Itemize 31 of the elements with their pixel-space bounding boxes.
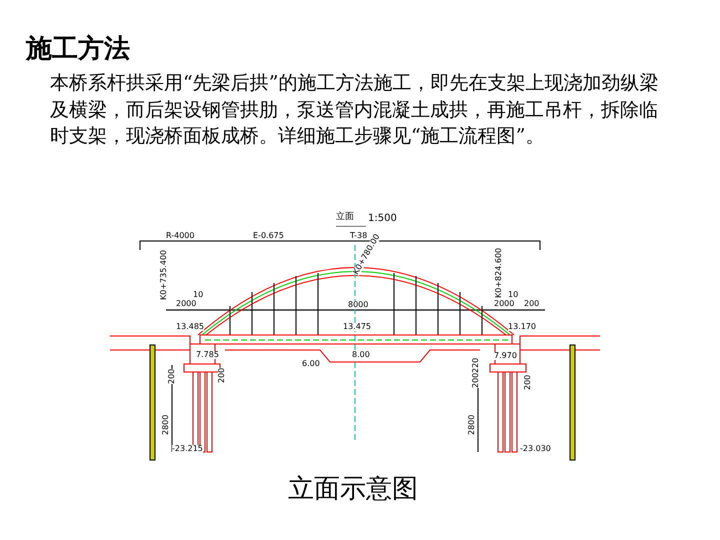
dimension-label: 200 — [524, 374, 532, 390]
dimension-label: 200 — [524, 300, 540, 308]
elevation-label: -23.215 — [172, 445, 203, 453]
dimension-label: R-4000 — [166, 232, 194, 240]
elevation-label: 7.970 — [494, 352, 517, 360]
dimension-label: 200 — [168, 368, 176, 384]
elevation-label: 6.00 — [302, 360, 320, 368]
figure-caption: 立面示意图 — [288, 476, 418, 502]
elevation-label: -23.030 — [520, 445, 551, 453]
body-paragraph: 本桥系杆拱采用“先梁后拱”的施工方法施工，即先在支架上现浇加劲纵梁及横梁，而后架设钢管拱肋，泵送管内混凝土成拱，再施工吊杆，拆除临时支架，现浇桥面板成桥。详细施工步骤见“施工流程图”。 — [50, 71, 660, 150]
dimension-label: 2800 — [468, 414, 476, 435]
dimension-label: 200 — [472, 372, 480, 388]
dimension-label: 2000 — [176, 300, 196, 308]
elevation-label: 7.785 — [196, 351, 219, 359]
dimension-label: E-0.675 — [253, 232, 284, 240]
page-title: 施工方法 — [26, 36, 130, 62]
elevation-label: 13.485 — [176, 323, 204, 331]
elevation-label: 8.00 — [352, 351, 370, 359]
dimension-label: 10 — [508, 291, 518, 299]
dimension-label: 2000 — [494, 300, 514, 308]
dimension-label: 200 — [218, 368, 226, 383]
elevation-label: 13.475 — [343, 323, 371, 331]
dimension-label: 8000 — [348, 301, 368, 309]
elevation-label: 13.170 — [508, 323, 536, 331]
drawing-title: 立面 — [336, 213, 354, 222]
station-label: K0+824.600 — [495, 248, 503, 298]
scale-label: 1:500 — [368, 214, 397, 224]
dimension-label: 220 — [472, 358, 480, 373]
dimension-label: 10 — [193, 291, 204, 299]
station-label: K0+735.400 — [160, 250, 168, 300]
dimension-label: 2800 — [162, 414, 170, 435]
